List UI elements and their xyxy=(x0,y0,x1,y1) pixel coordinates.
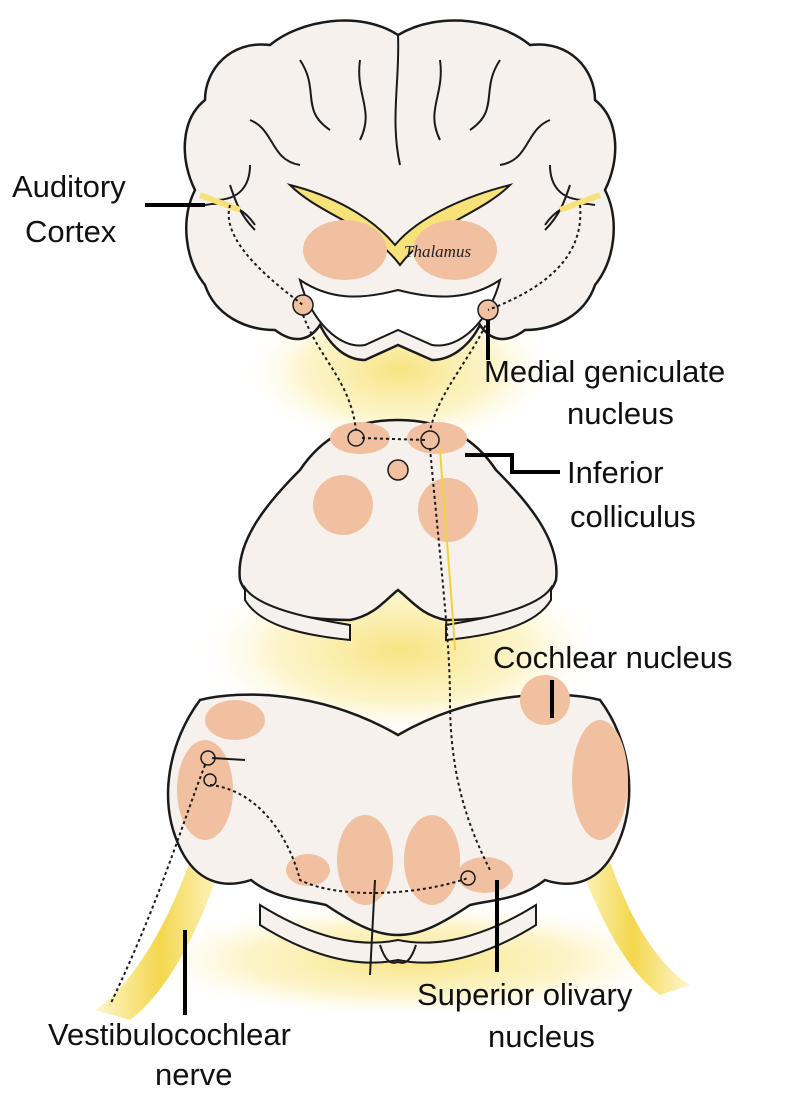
medial-geniculate-label-2: nucleus xyxy=(567,396,674,431)
auditory-cortex-label-2: Cortex xyxy=(25,214,117,249)
inferior-colliculus-label: Inferior xyxy=(567,455,663,490)
superior-olivary-label-2: nucleus xyxy=(488,1019,595,1054)
vestibulocochlear-label: Vestibulocochlear xyxy=(48,1017,291,1052)
vestibulocochlear-label-2: nerve xyxy=(155,1057,233,1092)
superior-olivary-label: Superior olivary xyxy=(417,977,633,1012)
medial-geniculate-label: Medial geniculate xyxy=(484,354,725,389)
inferior-colliculus-label-2: colliculus xyxy=(570,499,696,534)
cochlear-nucleus-label: Cochlear nucleus xyxy=(493,640,733,675)
medial-geniculate-left xyxy=(293,295,313,315)
auditory-cortex-label: Auditory xyxy=(12,169,126,204)
cerebrum-section xyxy=(185,21,615,360)
thalamus-label: Thalamus xyxy=(404,242,471,261)
